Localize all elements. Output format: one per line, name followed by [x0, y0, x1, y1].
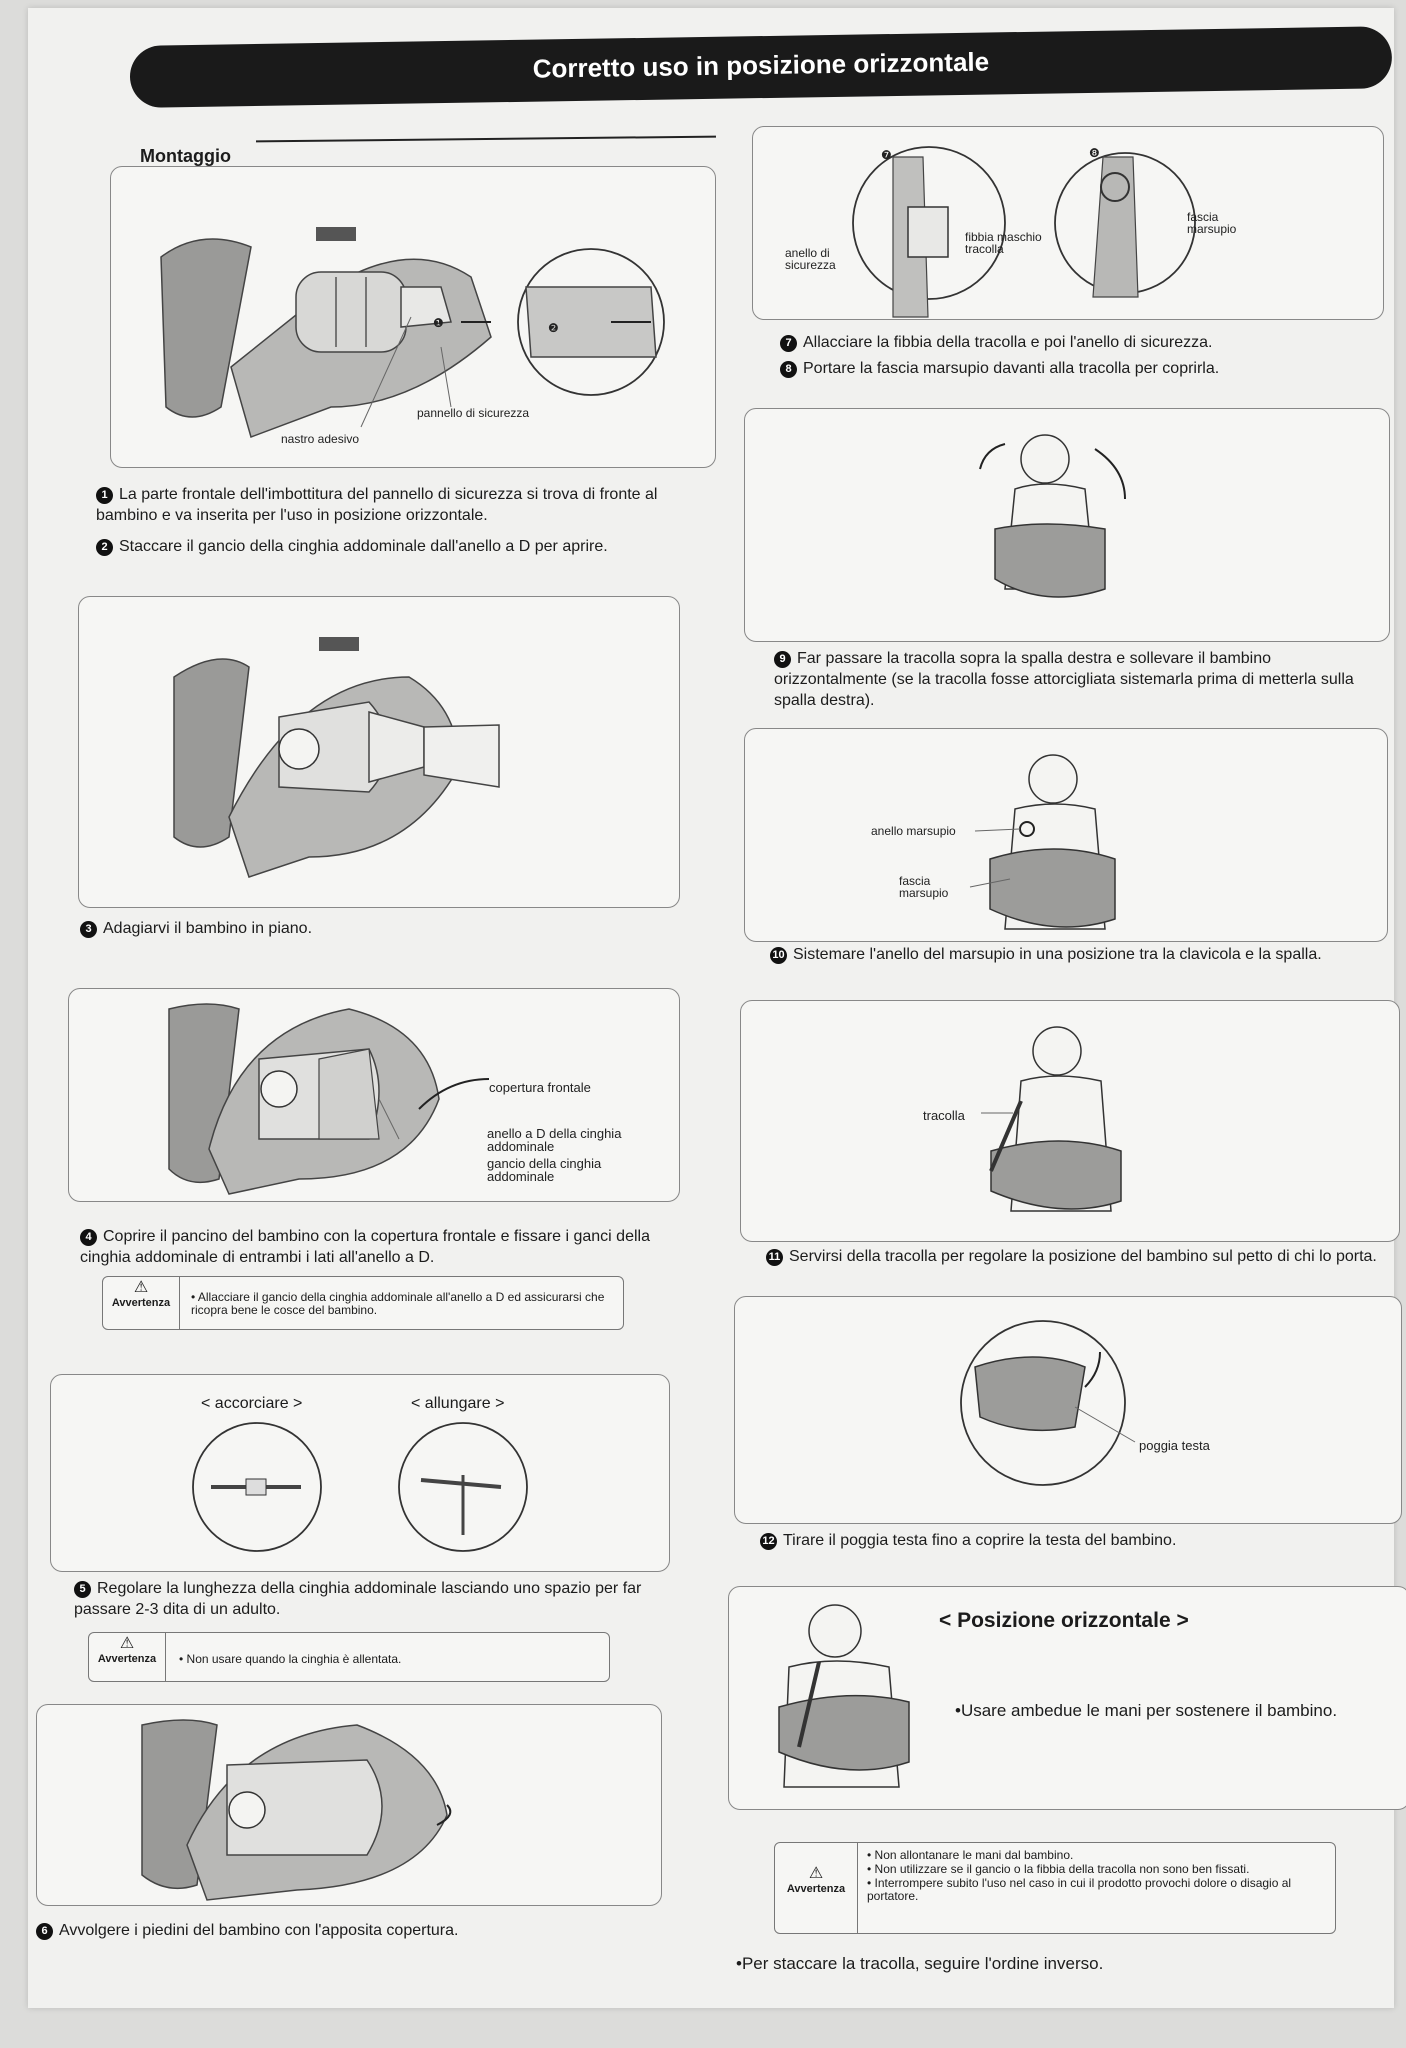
step-number: 12 — [760, 1533, 777, 1550]
warning-text: • Non usare quando la cinghia è allentat… — [179, 1652, 402, 1666]
baby-lying-illustration — [173, 637, 500, 878]
callout-2: ❷ — [548, 321, 559, 335]
horizontal-position-box: < Posizione orizzontale > •Usare ambedue… — [728, 1586, 1406, 1810]
step-number: 8 — [780, 361, 797, 378]
step-text: Portare la fascia marsupio davanti alla … — [803, 360, 1220, 377]
step-text: Avvolgere i piedini del bambino con l'ap… — [59, 1922, 459, 1939]
warning-text: • Allacciare il gancio della cinghia add… — [191, 1290, 605, 1317]
step-text: Coprire il pancino del bambino con la co… — [80, 1228, 650, 1266]
label-headrest: poggia testa — [1139, 1438, 1210, 1453]
figure-9-panel — [744, 408, 1390, 642]
figure-7-8-panel: ❼ ❽ anello di sicurezza fibbia maschio t… — [752, 126, 1384, 320]
figure-6-panel — [36, 1704, 662, 1906]
step-number: 11 — [766, 1249, 783, 1266]
final-note: •Per staccare la tracolla, seguire l'ord… — [736, 1954, 1104, 1973]
warning-box-2: ⚠Avvertenza • Non usare quando la cinghi… — [88, 1632, 610, 1682]
warning-box-3: ⚠Avvertenza • Non allontanare le mani da… — [774, 1842, 1336, 1934]
position-box-title: < Posizione orizzontale > — [939, 1609, 1189, 1632]
figure-11-panel: tracolla — [740, 1000, 1400, 1242]
figure-3-panel — [78, 596, 680, 908]
label-shoulder-strap: tracolla — [923, 1108, 965, 1123]
carrying-posture-illustration — [778, 1604, 910, 1788]
label-carrier-band: fascia marsupio — [1187, 210, 1237, 236]
label-carrier-ring: anello marsupio — [871, 824, 956, 838]
step-text: Adagiarvi il bambino in piano. — [103, 920, 313, 937]
headrest-illustration — [960, 1320, 1136, 1486]
step-number: 7 — [780, 335, 797, 352]
step-text: Sistemare l'anello del marsupio in una p… — [793, 946, 1322, 963]
step-number: 10 — [770, 947, 787, 964]
callout-7: ❼ — [881, 148, 892, 162]
step-2: 2 Staccare il gancio della cinghia addomi… — [96, 536, 696, 557]
warning-label: ⚠Avvertenza — [89, 1633, 166, 1681]
figure-4-panel: copertura frontale anello a D della cing… — [68, 988, 680, 1202]
label-safety-ring: anello di sicurezza — [785, 246, 836, 272]
figure-10-panel: anello marsupio fascia marsupio — [744, 728, 1388, 942]
shoulder-strap-illustration — [979, 434, 1126, 598]
label-shorten: < accorciare > — [201, 1395, 303, 1412]
warning-icon: ⚠ — [133, 1279, 149, 1296]
section-title: Montaggio — [140, 146, 231, 166]
step-3: 3 Adagiarvi il bambino in piano. — [80, 918, 680, 939]
step-6: 6 Avvolgere i piedini del bambino con l'a… — [36, 1920, 656, 1941]
warning-label: ⚠Avvertenza — [103, 1277, 180, 1329]
front-cover-illustration — [168, 1003, 490, 1195]
step-number: 1 — [96, 487, 113, 504]
step-text: La parte frontale dell'imbottitura del p… — [96, 486, 658, 524]
figure-12-panel: poggia testa — [734, 1296, 1402, 1524]
step-text: Tirare il poggia testa fino a coprire la… — [783, 1532, 1177, 1549]
warning-icon: ⚠ — [808, 1865, 824, 1882]
step-number: 3 — [80, 921, 97, 938]
section-rule — [256, 135, 716, 143]
step-text: Servirsi della tracolla per regolare la … — [789, 1248, 1377, 1265]
position-box-text: •Usare ambedue le mani per sostenere il … — [955, 1701, 1338, 1720]
callout-1: ❶ — [433, 316, 444, 330]
step-text: Regolare la lunghezza della cinghia addo… — [74, 1580, 642, 1618]
warning-icon: ⚠ — [119, 1635, 135, 1652]
page-title-banner: Corretto uso in posizione orizzontale — [129, 26, 1393, 108]
step-11: 11 Servirsi della tracolla per regolare l… — [766, 1246, 1386, 1267]
label-waist-hook: gancio della cinghia addominale — [487, 1156, 602, 1184]
label-safety-panel: pannello di sicurezza — [417, 406, 530, 420]
carrier-opened-illustration — [160, 227, 665, 438]
step-7: 7 Allacciare la fibbia della tracolla e p… — [780, 332, 1380, 353]
step-number: 4 — [80, 1229, 97, 1246]
label-d-ring: anello a D della cinghia addominale — [487, 1126, 622, 1154]
warning-label: ⚠Avvertenza — [775, 1843, 858, 1933]
label-male-buckle: fibbia maschio tracolla — [965, 230, 1042, 256]
manual-page: Corretto uso in posizione orizzontale Mo… — [28, 8, 1406, 2008]
figure-1-panel: ❶ ❷ pannello di sicurezza nastro adesivo — [110, 166, 716, 468]
warning-text-2: • Non utilizzare se il gancio o la fibbi… — [867, 1862, 1250, 1876]
step-text: Allacciare la fibbia della tracolla e po… — [803, 334, 1213, 351]
feet-cover-illustration — [141, 1719, 452, 1901]
step-text: Far passare la tracolla sopra la spalla … — [774, 650, 1354, 709]
warning-text-1: • Non allontanare le mani dal bambino. — [867, 1848, 1074, 1862]
step-8: 8 Portare la fascia marsupio davanti alla… — [780, 358, 1380, 379]
buckle-illustration — [852, 146, 1196, 318]
step-number: 2 — [96, 539, 113, 556]
adjust-position-illustration — [981, 1026, 1122, 1212]
step-number: 5 — [74, 1581, 91, 1598]
callout-8: ❽ — [1089, 146, 1100, 160]
figure-5-panel: < accorciare > < allungare > — [50, 1374, 670, 1572]
warning-box-1: ⚠Avvertenza • Allacciare il gancio della… — [102, 1276, 624, 1330]
label-carrier-band: fascia marsupio — [899, 874, 949, 900]
page-title: Corretto uso in posizione orizzontale — [532, 46, 990, 84]
ring-position-illustration — [969, 754, 1116, 930]
step-12: 12 Tirare il poggia testa fino a coprire … — [760, 1530, 1380, 1551]
label-adhesive-tape: nastro adesivo — [281, 432, 360, 446]
step-number: 9 — [774, 651, 791, 668]
label-lengthen: < allungare > — [411, 1395, 505, 1412]
strap-adjust-illustration — [192, 1422, 528, 1552]
warning-text-3: • Interrompere subito l'uso nel caso in … — [867, 1876, 1292, 1903]
step-10: 10 Sistemare l'anello del marsupio in una… — [770, 944, 1382, 965]
step-text: Staccare il gancio della cinghia addomin… — [119, 538, 608, 555]
step-number: 6 — [36, 1923, 53, 1940]
label-front-cover: copertura frontale — [489, 1080, 591, 1095]
